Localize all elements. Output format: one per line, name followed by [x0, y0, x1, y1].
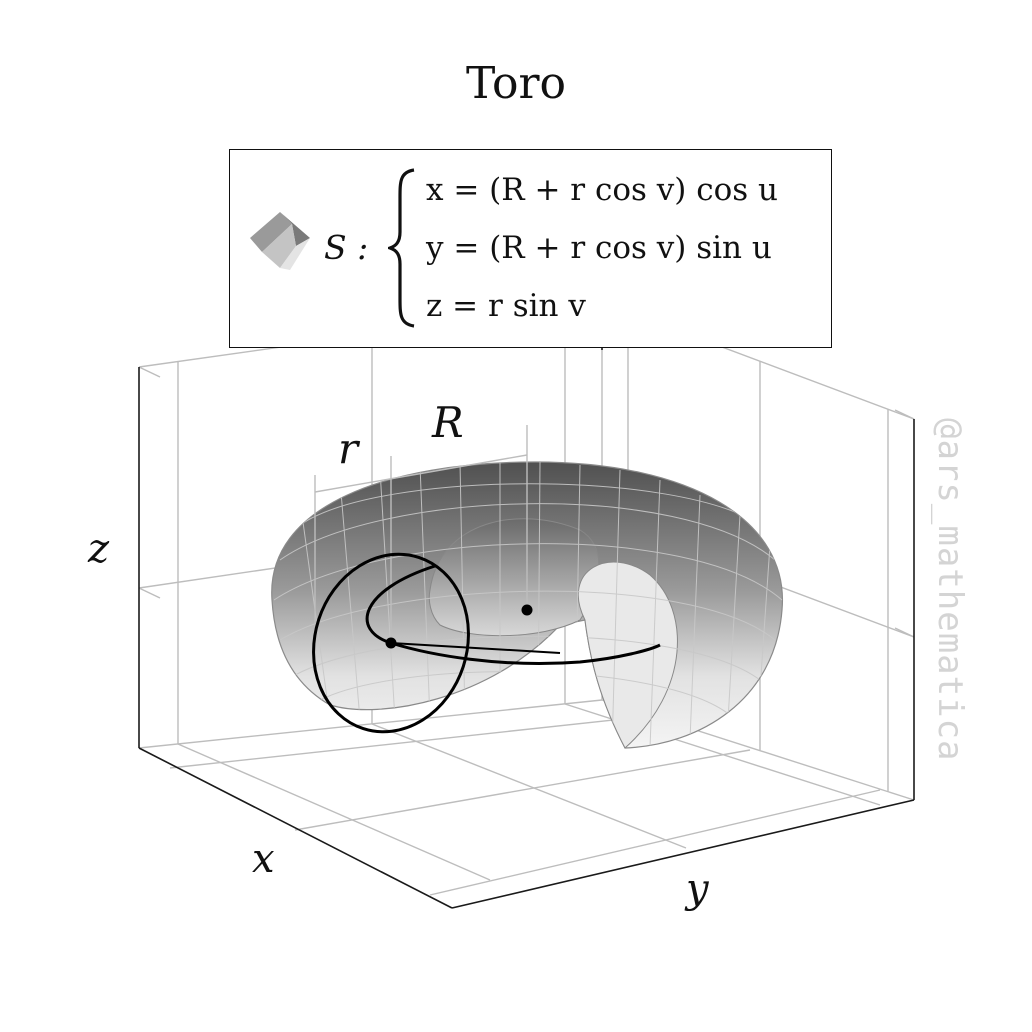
z-axis-label: z [88, 526, 110, 572]
equation-x: x = (R + r cos v) cos u [426, 172, 778, 208]
equation-z: z = r sin v [426, 288, 586, 324]
section-curves [312, 552, 661, 734]
system-brace-icon [388, 168, 415, 328]
surface-swatch-icon [250, 212, 310, 270]
page-title: Toro [466, 58, 566, 109]
watermark: @ars_mathematica [930, 418, 970, 762]
dimension-guides [314, 425, 528, 643]
y-axis-label: y [686, 866, 709, 912]
major-radius-label: R [432, 398, 464, 447]
torus-center-point [521, 604, 533, 616]
equation-y: y = (R + r cos v) sin u [426, 230, 772, 266]
x-axis-label: x [252, 836, 275, 882]
surface-symbol: S : [324, 228, 369, 267]
tube-center-point [385, 637, 397, 649]
minor-radius-label: r [338, 424, 359, 473]
legend-box: S : x = (R + r cos v) cos u y = (R + r c… [229, 149, 832, 348]
